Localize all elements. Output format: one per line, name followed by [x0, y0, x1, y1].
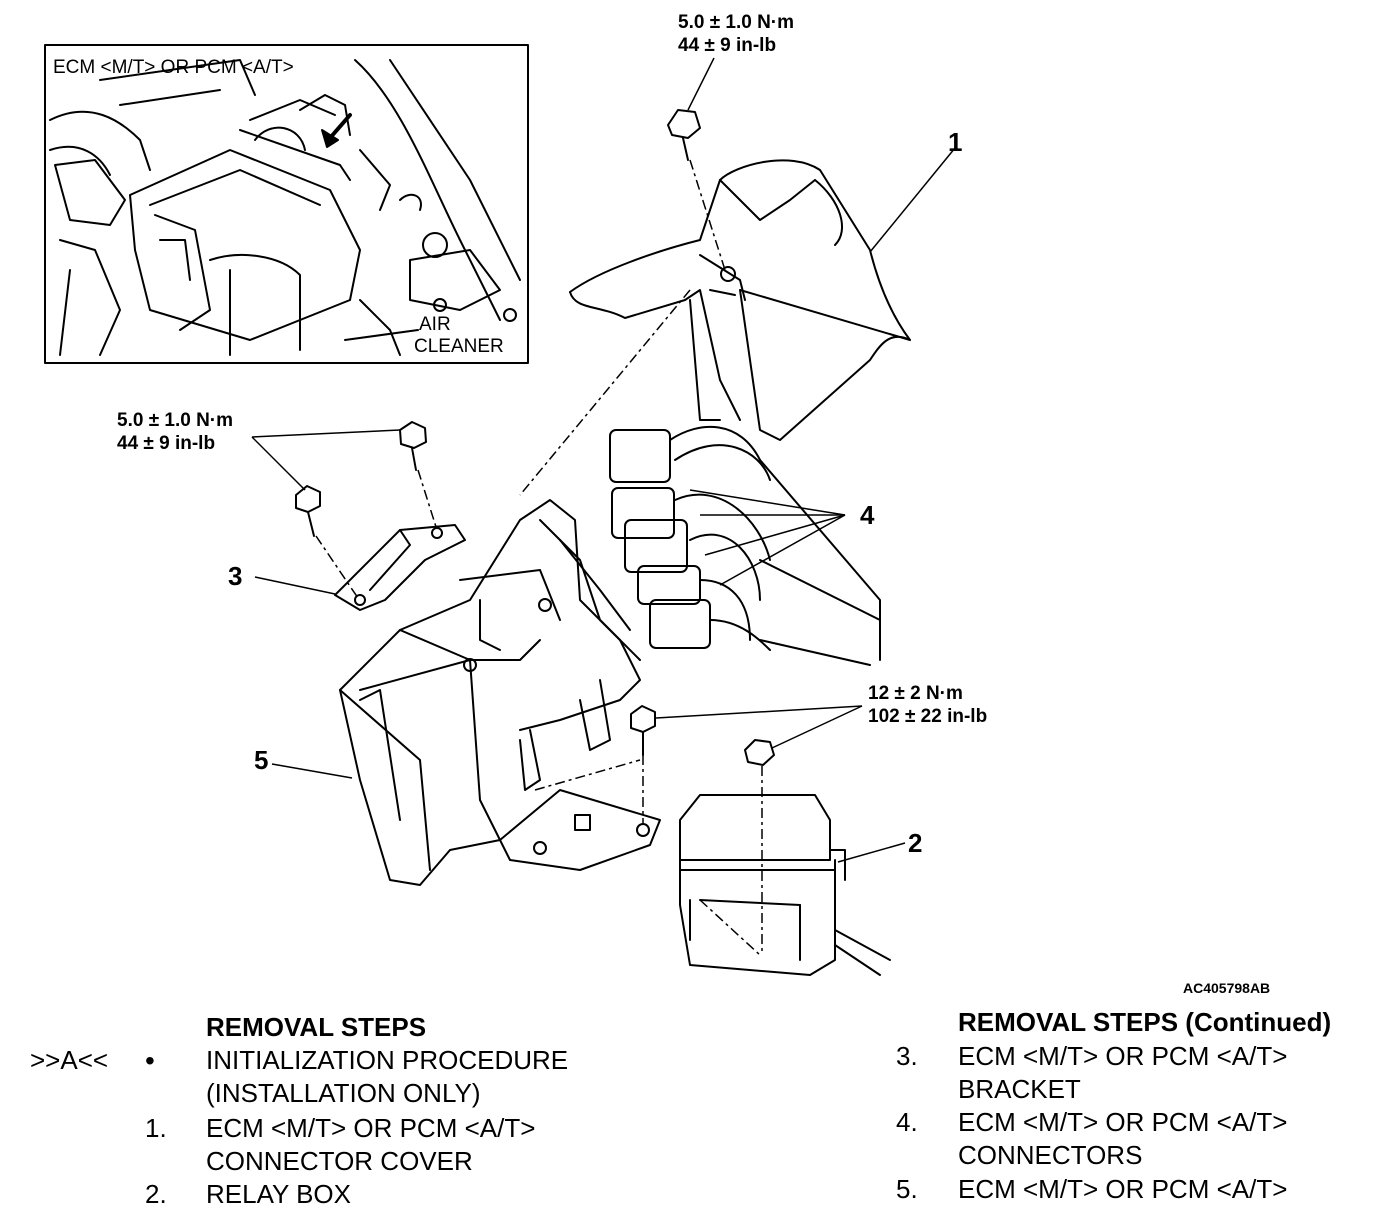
left-step-0-line1: INITIALIZATION PROCEDURE — [206, 1045, 569, 1075]
left-step-2-line1: RELAY BOX — [206, 1179, 351, 1209]
inset-title: ECM <M/T> OR PCM <A/T> — [53, 57, 294, 78]
air-cleaner-label-line2: CLEANER — [414, 336, 504, 358]
right-step-1-line1: ECM <M/T> OR PCM <A/T> — [958, 1107, 1288, 1137]
torque-left-inlb: 44 ± 9 in-lb — [117, 433, 216, 454]
relay-box-part-2 — [679, 794, 891, 976]
procedure-marker: >>A<< — [30, 1045, 109, 1075]
left-step-1-line1: ECM <M/T> OR PCM <A/T> — [206, 1113, 536, 1143]
figure-id: AC405798AB — [1183, 980, 1271, 996]
ecm-body-part-5 — [339, 499, 641, 886]
air-cleaner-label-line1: AIR — [419, 314, 451, 336]
left-step-0-line2: (INSTALLATION ONLY) — [206, 1078, 481, 1108]
left-step-1-line2: CONNECTOR COVER — [206, 1146, 473, 1176]
left-step-1-num: 1. — [145, 1113, 167, 1143]
callout-4: 4 — [860, 500, 875, 530]
torque-top-inlb: 44 ± 9 in-lb — [678, 35, 777, 56]
left-steps-title: REMOVAL STEPS — [206, 1012, 427, 1042]
right-step-1-num: 4. — [896, 1107, 918, 1137]
right-step-0-line2: BRACKET — [958, 1074, 1081, 1104]
callout-3: 3 — [228, 561, 243, 591]
torque-left-nm: 5.0 ± 1.0 N·m — [117, 410, 234, 431]
torque-right-inlb: 102 ± 22 in-lb — [868, 706, 988, 727]
right-step-2-line1: ECM <M/T> OR PCM <A/T> — [958, 1174, 1288, 1204]
bolts — [295, 109, 775, 766]
right-step-0-num: 3. — [896, 1041, 918, 1071]
right-step-0-line1: ECM <M/T> OR PCM <A/T> — [958, 1041, 1288, 1071]
right-step-1-line2: CONNECTORS — [958, 1140, 1143, 1170]
torque-right-nm: 12 ± 2 N·m — [868, 683, 963, 704]
callout-5: 5 — [254, 745, 269, 775]
left-step-2-num: 2. — [145, 1179, 167, 1209]
callout-1: 1 — [948, 127, 963, 157]
right-step-2-num: 5. — [896, 1174, 918, 1204]
connector-cover-part-1 — [569, 159, 911, 441]
lower-mounting-bracket — [499, 789, 661, 871]
bullet-icon: • — [145, 1045, 155, 1076]
ecm-bracket-part-3 — [334, 524, 466, 611]
callout-2: 2 — [908, 828, 923, 858]
torque-top-nm: 5.0 ± 1.0 N·m — [678, 12, 795, 33]
inset-engine-bay-image — [44, 44, 529, 364]
right-steps-title: REMOVAL STEPS (Continued) — [958, 1007, 1332, 1037]
harness-connectors-part-4 — [609, 426, 881, 666]
